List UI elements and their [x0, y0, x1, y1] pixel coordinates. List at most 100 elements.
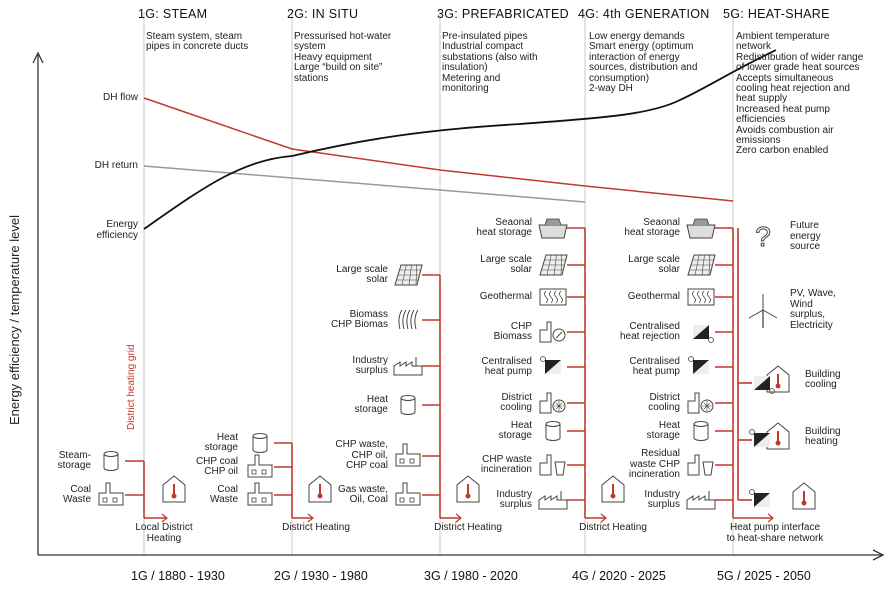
solar-panel-icon: [539, 254, 568, 276]
cylinder-tank-icon: [693, 421, 709, 441]
grid-arrow: [307, 513, 314, 523]
building-thermometer-icon: [792, 482, 816, 510]
label-line: storage: [498, 430, 532, 441]
desc-line: Metering and: [442, 72, 501, 84]
label-line: CHP waste: [482, 453, 532, 465]
label-line: Seaonal: [643, 216, 680, 228]
label-line: heat storage: [476, 227, 532, 238]
incineration-icon: [539, 454, 566, 476]
heat-pump-icon: [749, 429, 770, 447]
desc-line: insulation): [442, 62, 488, 74]
desc-line: substations (also with: [442, 51, 538, 63]
gen-4-title: 4G: 4th GENERATION: [578, 7, 710, 21]
grid-arrow: [455, 513, 462, 523]
factory-icon: [395, 482, 421, 506]
chp-biomass-icon: [539, 321, 566, 343]
label-line: Seaonal: [495, 216, 532, 228]
desc-line: stations: [294, 72, 329, 84]
district-cooling-icon: [539, 392, 566, 414]
label-line: District Heating: [282, 522, 350, 533]
gen-2-title: 2G: IN SITU: [287, 7, 359, 21]
gen-5-description: Ambient temperature network Redistributi…: [736, 31, 863, 157]
label-line: storage: [646, 430, 680, 441]
period-tick-4g: 4G / 2020 - 2025: [572, 569, 666, 583]
label-line: Future: [790, 220, 819, 232]
label-line: CHP coal: [345, 460, 388, 472]
desc-line: consumption): [589, 72, 650, 84]
label-line: cooling: [648, 402, 680, 413]
energy-efficiency-curve: [143, 49, 777, 230]
label-line: District: [649, 391, 680, 403]
label-line: Oil, Coal: [349, 494, 388, 505]
desc-line: sources, distribution and: [589, 62, 698, 74]
label-line: Energy: [106, 219, 138, 230]
gen-5-network-label: Heat pump interface to heat-share networ…: [710, 522, 840, 544]
grid-arrow: [161, 513, 168, 523]
solar-panel-icon: [394, 264, 423, 286]
gen-4-description: Low energy demands Smart energy (optimum…: [589, 31, 698, 94]
label-line: surplus: [647, 499, 680, 510]
dh-return-curve: [143, 165, 586, 203]
building-thermometer-icon: [308, 475, 332, 503]
label-line: Industry: [644, 488, 680, 500]
label-line: Waste: [63, 494, 91, 505]
heat-pump-icon: [688, 356, 709, 374]
heat-pump-icon: [749, 489, 770, 507]
desc-line: Low energy demands: [589, 31, 685, 42]
source-label: Geothermal: [447, 291, 532, 303]
desc-line: Smart energy (optimum: [589, 41, 694, 53]
label-line: Coal: [217, 483, 238, 495]
building-thermometer-icon: [601, 475, 625, 503]
label-line: Electricity: [790, 319, 833, 331]
label-line: storage: [354, 404, 388, 415]
incineration-icon: [687, 454, 714, 476]
desc-line: Zero carbon enabled: [736, 145, 829, 157]
y-axis-arrow: [32, 51, 44, 64]
building-thermometer-icon: [766, 365, 790, 393]
question-mark-icon: ?: [755, 221, 772, 253]
label-line: CHP Biomas: [330, 319, 388, 330]
gen-2-network-label: District Heating: [266, 522, 366, 534]
label-line: Centralised: [481, 355, 532, 367]
label-line: Industry: [352, 354, 388, 366]
district-cooling-icon: [687, 392, 714, 414]
label-line: solar: [510, 264, 532, 275]
label-line: heat storage: [624, 227, 680, 238]
heat-pump-icon: [540, 356, 561, 374]
label-line: PV, Wave,: [790, 288, 836, 299]
desc-line: Avoids combustion air: [736, 124, 834, 136]
gen-3-description: Pre-insulated pipes Industrial compact s…: [442, 31, 538, 94]
cylinder-tank-icon: [252, 433, 268, 453]
desc-line: Increased heat pump: [736, 103, 830, 115]
label-line: District: [501, 391, 532, 403]
desc-line: interaction of energy: [589, 51, 680, 63]
dh-return-label: DH return: [94, 160, 138, 171]
label-line: Waste: [210, 494, 238, 505]
label-line: Heat: [658, 419, 680, 431]
label-line: Large scale: [336, 263, 388, 275]
seasonal-storage-icon: [538, 218, 568, 239]
desc-line: Steam system, steam: [146, 31, 243, 42]
source-label: Steam-storage: [48, 450, 91, 472]
label-line: Gas waste,: [337, 483, 388, 495]
label-line: to heat-share network: [726, 532, 824, 544]
solar-panel-icon: [687, 254, 716, 276]
factory-icon: [98, 482, 124, 506]
